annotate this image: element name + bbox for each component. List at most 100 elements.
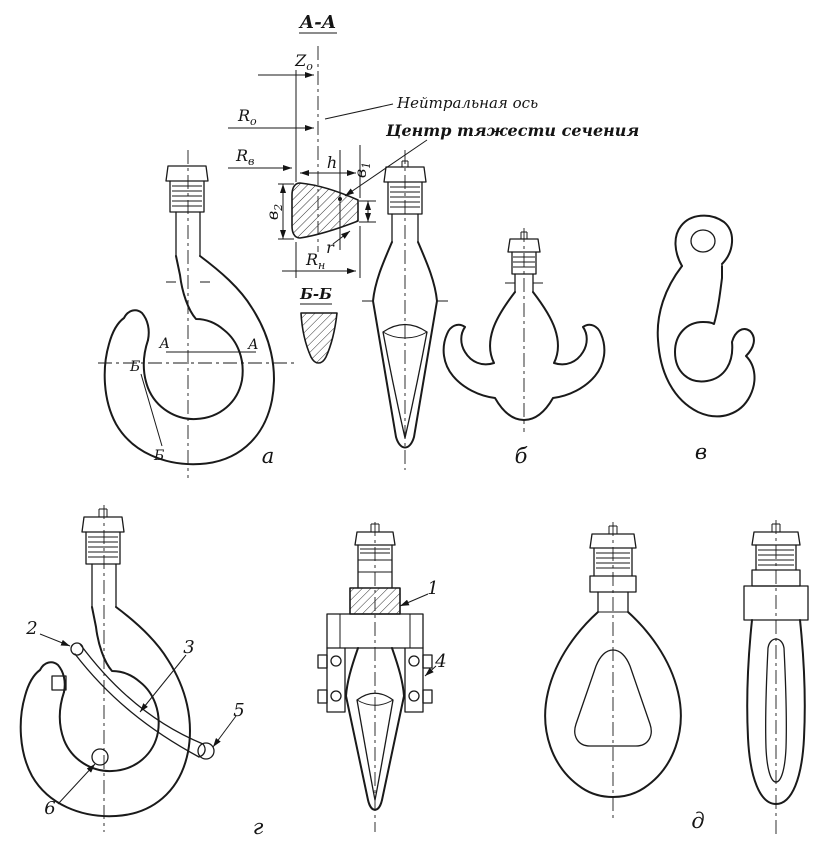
section-bb-view: Б-Б bbox=[299, 285, 338, 364]
assembly-bolt-circle-1 bbox=[330, 655, 342, 667]
hook-g-figure-label: г bbox=[253, 815, 264, 839]
hook-g-shank bbox=[91, 563, 117, 608]
centroid-point bbox=[338, 197, 342, 201]
hook-a-mark-b-bottom: Б bbox=[153, 448, 164, 464]
dim-h-label: h bbox=[327, 153, 337, 172]
hook-d-side-head-cap bbox=[751, 531, 801, 546]
hook-a-mark-a-right: А bbox=[247, 337, 259, 353]
neutral-axis-leader bbox=[324, 103, 394, 120]
hook-a-side-view-drawing bbox=[362, 150, 448, 470]
hook-a-thread-lines bbox=[172, 185, 202, 207]
hook-b-thread-lines bbox=[513, 256, 535, 268]
hook-side-inner-blade-curve bbox=[382, 331, 428, 339]
part-3-leader bbox=[139, 654, 187, 713]
assembly-hook-blade-curve bbox=[356, 699, 394, 706]
hook-d-figure-label: д bbox=[691, 809, 704, 833]
dim-rn-label: Rн bbox=[305, 250, 325, 272]
centroid-label: Центр тяжести сечения bbox=[385, 121, 639, 140]
hook-v-eye-outer bbox=[674, 214, 733, 267]
hook-assembly-drawing: 1 4 bbox=[317, 522, 447, 832]
part-1-number: 1 bbox=[427, 578, 438, 599]
cross-section-bb-shape bbox=[300, 312, 338, 364]
part-3-number: 3 bbox=[183, 637, 194, 658]
dim-r-label: r bbox=[326, 238, 335, 257]
hook-b-body-contour bbox=[442, 291, 606, 421]
hook-d-side-thread-lines bbox=[758, 549, 794, 566]
assembly-bolt-heads bbox=[317, 654, 433, 704]
assembly-bolt-circle-3 bbox=[408, 655, 420, 667]
hook-b-cap-slot bbox=[520, 231, 528, 239]
hook-a-drawing: А А Б Б а bbox=[98, 150, 296, 478]
dim-v2-label: в2 bbox=[263, 204, 285, 220]
hook-a-figure-label: а bbox=[262, 444, 275, 468]
hook-g-head-cap bbox=[81, 516, 125, 533]
section-aa-view: А-А Zo Ro Rв h в1 в2 r bbox=[228, 12, 639, 278]
hook-d-front-cap-slot bbox=[608, 525, 618, 534]
hook-d-side-collar-lower bbox=[743, 585, 809, 621]
assembly-bolt-circle-2 bbox=[330, 690, 342, 702]
part-4-number: 4 bbox=[434, 651, 446, 672]
hook-a-outer-contour bbox=[103, 255, 275, 466]
neutral-axis-label: Нейтральная ось bbox=[396, 94, 538, 112]
hook-v-eye-hole bbox=[690, 229, 716, 253]
hook-v-body-contour bbox=[656, 265, 756, 418]
hook-d-front-neck bbox=[597, 591, 629, 613]
hook-g-drawing: 2 3 5 6 г bbox=[19, 505, 264, 839]
dim-v1-label: в1 bbox=[351, 162, 373, 178]
part-1-leader bbox=[399, 593, 429, 607]
cross-section-aa-shape bbox=[291, 182, 359, 239]
hook-a-head-cap bbox=[165, 165, 209, 182]
hook-a-shank bbox=[175, 211, 201, 257]
hook-a-inner-contour bbox=[142, 255, 244, 421]
hook-d-side-body bbox=[746, 619, 806, 805]
dim-rv-label: Rв bbox=[235, 146, 254, 168]
hook-d-front-thread-lines bbox=[596, 552, 630, 569]
hook-side-thread-body bbox=[387, 181, 423, 215]
part-6-number: 6 bbox=[44, 798, 55, 819]
dim-r-leader bbox=[332, 230, 351, 245]
hook-g-latch-pivot-pin bbox=[70, 642, 84, 656]
assembly-bolt-circle-4 bbox=[408, 690, 420, 702]
hook-b-head-cap bbox=[507, 238, 541, 253]
hook-d-front-drawing: д bbox=[544, 522, 705, 833]
section-bb-title: Б-Б bbox=[299, 285, 332, 303]
hook-side-cap-slot bbox=[401, 160, 409, 167]
hook-g-latch-keeper bbox=[51, 675, 67, 691]
part-4-leader bbox=[424, 665, 437, 677]
part-6-leader bbox=[57, 763, 96, 805]
hook-d-side-drawing bbox=[743, 520, 809, 836]
hook-g-thread-lines bbox=[88, 536, 118, 558]
hook-b-drawing: б bbox=[442, 228, 606, 468]
part-2-number: 2 bbox=[25, 618, 37, 639]
hook-d-front-head-cap bbox=[589, 533, 637, 549]
hook-side-inner-blade bbox=[382, 323, 428, 439]
hook-v-figure-label: в bbox=[695, 440, 707, 464]
part-2-leader bbox=[39, 633, 71, 647]
hook-g-latch-strip-top bbox=[79, 643, 204, 745]
assembly-shank bbox=[357, 544, 393, 589]
section-aa-title: А-А bbox=[298, 12, 337, 33]
hook-side-neck bbox=[391, 213, 419, 243]
hook-g-cap-slot bbox=[98, 508, 108, 517]
hook-d-side-cap-slot bbox=[771, 523, 781, 532]
assembly-hook-body bbox=[345, 647, 405, 811]
hook-d-side-thread-body bbox=[755, 544, 797, 571]
assembly-head-cap bbox=[354, 531, 396, 546]
assembly-cap-slot bbox=[370, 523, 380, 532]
hook-g-lower-pin bbox=[91, 748, 109, 766]
assembly-traverse-inner-lines bbox=[339, 614, 411, 648]
hook-a-mark-a-left: А bbox=[158, 336, 170, 352]
hook-g-outer-contour bbox=[19, 606, 191, 818]
hook-side-head-cap bbox=[383, 166, 427, 183]
dim-z0-label: Zo bbox=[294, 51, 313, 73]
assembly-side-plate-left bbox=[326, 647, 346, 713]
hook-b-thread-body bbox=[511, 251, 537, 275]
hook-g-latch-strip-bottom bbox=[74, 653, 200, 758]
hook-d-front-thread-body bbox=[593, 547, 633, 577]
hook-v-drawing: в bbox=[656, 214, 756, 464]
hook-d-front-collar bbox=[589, 575, 637, 593]
dim-rn-extension-lines bbox=[295, 226, 361, 278]
hook-side-thread-lines bbox=[390, 186, 420, 208]
